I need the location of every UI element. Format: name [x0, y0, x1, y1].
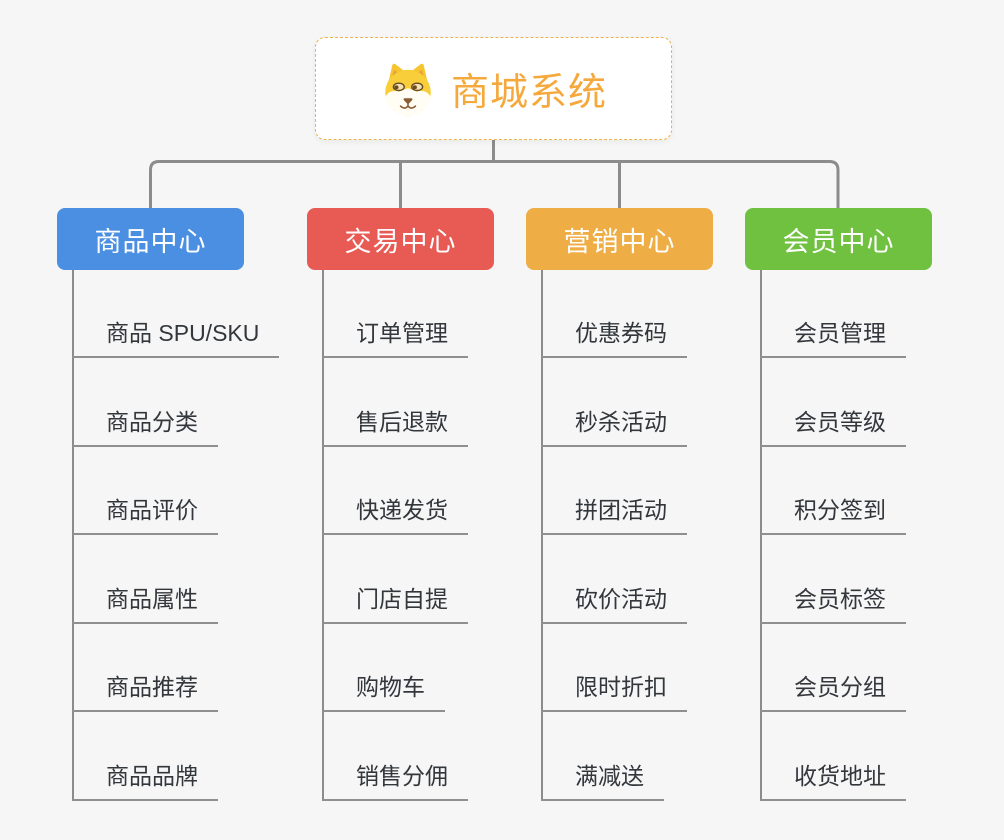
branch-product-center[interactable]: 商品中心: [57, 208, 244, 270]
child-node[interactable]: 商品品牌: [72, 762, 218, 801]
child-node[interactable]: 购物车: [322, 673, 445, 712]
child-node[interactable]: 拼团活动: [541, 496, 687, 535]
child-node[interactable]: 商品属性: [72, 585, 218, 624]
child-node[interactable]: 订单管理: [322, 319, 468, 358]
child-node[interactable]: 会员管理: [760, 319, 906, 358]
child-node[interactable]: 限时折扣: [541, 673, 687, 712]
child-node[interactable]: 会员分组: [760, 673, 906, 712]
branch-member-center[interactable]: 会员中心: [745, 208, 932, 270]
child-node[interactable]: 售后退款: [322, 408, 468, 447]
child-node[interactable]: 快递发货: [322, 496, 468, 535]
child-node[interactable]: 秒杀活动: [541, 408, 687, 447]
child-node[interactable]: 商品分类: [72, 408, 218, 447]
child-node[interactable]: 会员等级: [760, 408, 906, 447]
child-node[interactable]: 满减送: [541, 762, 664, 801]
child-node[interactable]: 砍价活动: [541, 585, 687, 624]
branch-trade-center[interactable]: 交易中心: [307, 208, 494, 270]
child-node[interactable]: 会员标签: [760, 585, 906, 624]
child-node[interactable]: 商品 SPU/SKU: [72, 319, 280, 358]
child-node[interactable]: 门店自提: [322, 585, 468, 624]
child-node[interactable]: 商品评价: [72, 496, 218, 535]
child-node[interactable]: 积分签到: [760, 496, 906, 535]
root-node-mall-system[interactable]: 商城系统: [315, 37, 672, 140]
root-title: 商城系统: [450, 72, 607, 114]
child-node[interactable]: 销售分佣: [322, 762, 468, 801]
child-node[interactable]: 商品推荐: [72, 673, 218, 712]
shiba-dog-icon: [385, 63, 431, 115]
child-node[interactable]: 收货地址: [760, 762, 906, 801]
branch-marketing-center[interactable]: 营销中心: [526, 208, 713, 270]
child-node[interactable]: 优惠券码: [541, 319, 687, 358]
